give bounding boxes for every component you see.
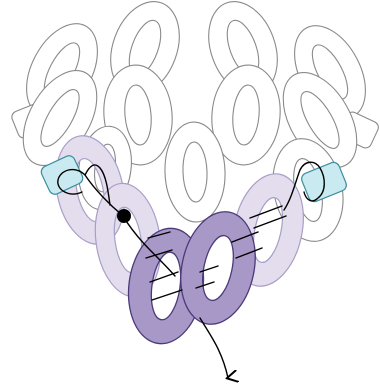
thread-exit	[200, 318, 228, 378]
thread-segment	[254, 216, 286, 228]
thread-start-dot	[117, 209, 131, 223]
